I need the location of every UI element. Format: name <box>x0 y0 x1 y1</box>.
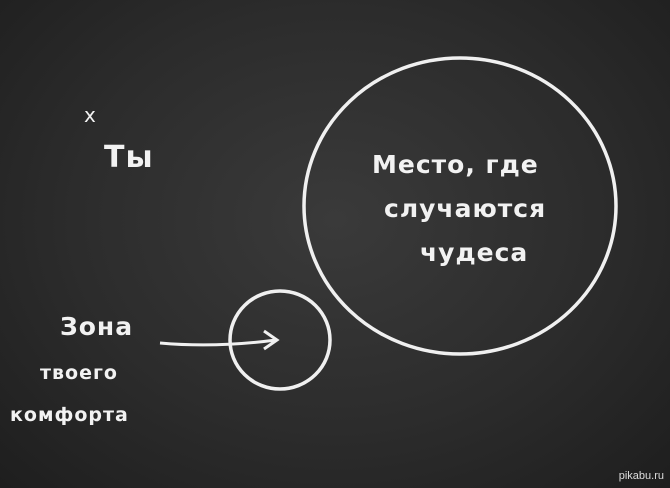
magic-zone-line-2: случаются <box>384 194 547 223</box>
arrow-icon <box>159 329 280 351</box>
magic-zone-line-1: Место, где <box>372 150 539 179</box>
comfort-zone-line-3: комфорта <box>10 404 129 426</box>
comfort-zone-circle <box>228 289 332 391</box>
magic-zone-line-3: чудеса <box>420 238 529 267</box>
comfort-zone-line-1: Зона <box>60 312 134 341</box>
magic-zone-circle <box>302 56 618 356</box>
you-label: Ты <box>104 140 154 175</box>
marker-x: x <box>84 103 97 127</box>
watermark: pikabu.ru <box>618 470 664 482</box>
comfort-zone-line-2: твоего <box>40 362 118 384</box>
